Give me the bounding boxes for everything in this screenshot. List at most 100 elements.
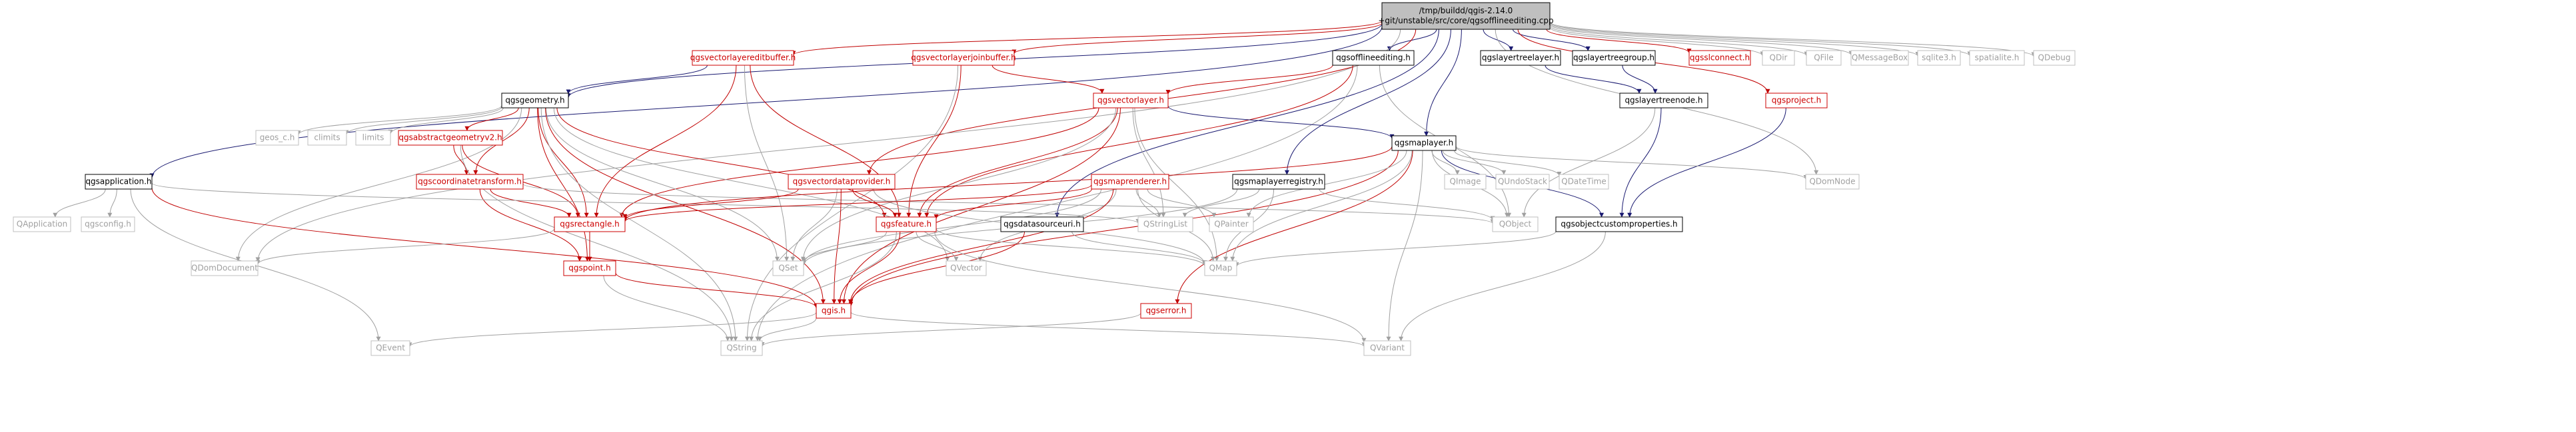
edge-qgsobjectcustomproperties-to-QMap [1234, 231, 1557, 268]
node-qgsmaplayer[interactable]: qgsmaplayer.h [1391, 135, 1457, 151]
edge-qgsvectordataprovider-to-qgsfeature [852, 188, 898, 218]
node-qgsmaprenderer[interactable]: qgsmaprenderer.h [1091, 174, 1169, 190]
edge-qgsproject-to-qgsobjectcustomproperties [1627, 107, 1786, 218]
node-box-limits [355, 130, 391, 146]
node-QUndoStack: QUndoStack [1495, 174, 1550, 190]
node-box-qgsvectorlayereditbuffer [692, 50, 794, 66]
node-label-QImage: QImage [1449, 177, 1481, 186]
node-box-geos_c [255, 130, 299, 146]
node-qgsslconnect[interactable]: qgsslconnect.h [1688, 50, 1751, 66]
edge-qgsvectorlayereditbuffer-to-QSet [744, 65, 790, 262]
node-qgsgeometry[interactable]: qgsgeometry.h [501, 93, 569, 108]
node-qgsvectorlayer[interactable]: qgsvectorlayer.h [1093, 93, 1169, 108]
edge-qgsvectorlayer-to-qgsfeature [917, 107, 1118, 218]
node-qgsdatasourceuri[interactable]: qgsdatasourceuri.h [1000, 216, 1084, 232]
node-box-QMap [1204, 260, 1237, 276]
edge-qgsofflineediting-to-qgsvectorlayer [1165, 65, 1333, 95]
node-label-QSet: QSet [778, 264, 798, 273]
edge-qgsvectorlayerjoinbuffer-to-qgsfeature [906, 65, 962, 218]
node-qgsobjectcustomproperties[interactable]: qgsobjectcustomproperties.h [1555, 216, 1683, 232]
edge-qgsvectorlayereditbuffer-to-qgsfeature [750, 65, 902, 218]
node-label-QObject: QObject [1499, 220, 1532, 229]
node-box-QVector [946, 260, 987, 276]
node-box-QDomNode [1805, 174, 1860, 190]
node-box-QDebug [2033, 50, 2076, 66]
node-label-QFile: QFile [1814, 53, 1834, 63]
edge-qgsmaplayer-to-QVariant [1386, 150, 1423, 341]
node-box-QString [720, 340, 763, 356]
node-box-QDateTime [1559, 174, 1609, 190]
node-qgserror[interactable]: qgserror.h [1140, 303, 1192, 319]
edge-qgsmaprenderer-to-qgsrectangle [622, 184, 1092, 222]
node-qgsvectorlayereditbuffer[interactable]: qgsvectorlayereditbuffer.h [690, 50, 796, 66]
node-label-qgsmaplayerregistry: qgsmaplayerregistry.h [1234, 177, 1323, 186]
node-qgsmaplayerregistry[interactable]: qgsmaplayerregistry.h [1232, 174, 1325, 190]
node-label-QPainter: QPainter [1214, 220, 1249, 229]
edge-qgsapplication-to-QApplication [53, 188, 106, 218]
edge-qgsmaplayerregistry-to-QObject [1319, 188, 1495, 221]
edge-qgsvectorlayer-to-QStringList [1132, 107, 1166, 218]
node-box-qgspoint [563, 260, 616, 276]
edge-qgsrectangle-to-QDomDocument [255, 228, 555, 265]
node-qgslayertreelayer[interactable]: qgslayertreelayer.h [1480, 50, 1561, 66]
node-qgsabstractgeometryv2[interactable]: qgsabstractgeometryv2.h [398, 130, 503, 146]
edge-qgsdatasourceuri-to-QMap [1071, 231, 1207, 265]
node-qgsproject[interactable]: qgsproject.h [1765, 93, 1828, 108]
edge-qgspoint-to-QString [603, 275, 730, 341]
node-qgsfeature[interactable]: qgsfeature.h [876, 216, 937, 232]
node-label-qgslayertreenode: qgslayertreenode.h [1624, 96, 1702, 105]
node-qgscoordinatetransform[interactable]: qgscoordinatetransform.h [416, 174, 524, 190]
node-qgsapplication[interactable]: qgsapplication.h [85, 174, 153, 190]
node-label-qgslayertreelayer: qgslayertreelayer.h [1482, 53, 1559, 63]
edge-qgsmaprenderer-to-QPainter [1147, 188, 1217, 218]
node-box-qgsmaprenderer [1091, 174, 1169, 190]
node-box-qgsdatasourceuri [1000, 216, 1084, 232]
node-box-qgsmaplayerregistry [1232, 174, 1325, 190]
node-qgsvectorlayerjoinbuffer[interactable]: qgsvectorlayerjoinbuffer.h [911, 50, 1016, 66]
edge-qgsgeometry-to-qgsrectangle [538, 107, 589, 218]
node-label-QDebug: QDebug [2038, 53, 2071, 63]
node-qgsvectordataprovider[interactable]: qgsvectordataprovider.h [788, 174, 896, 190]
node-QDomNode: QDomNode [1805, 174, 1860, 190]
node-label-qgspoint: qgspoint.h [568, 264, 611, 273]
edge-qgsvectorlayer-to-qgsrectangle [619, 107, 1099, 218]
edge-qgslayertreegroup-to-qgslayertreenode [1622, 65, 1658, 94]
node-label-sqlite3: sqlite3.h [1922, 53, 1956, 63]
node-label-root: /tmp/buildd/qgis-2.14.0 [1419, 6, 1513, 15]
node-box-QSet [772, 260, 804, 276]
node-box-QDir [1762, 50, 1795, 66]
edge-qgsvectorlayereditbuffer-to-qgsgeometry [566, 65, 708, 95]
node-qgspoint[interactable]: qgspoint.h [563, 260, 616, 276]
node-label-qgserror: qgserror.h [1146, 306, 1187, 316]
node-sqlite3: sqlite3.h [1917, 50, 1961, 66]
edge-qgsofflineediting-to-qgsfeature [924, 65, 1353, 218]
node-QDateTime: QDateTime [1559, 174, 1609, 190]
edge-qgspoint-to-qgis [615, 272, 819, 309]
node-box-qgsapplication [85, 174, 153, 190]
node-QSet: QSet [772, 260, 804, 276]
edge-qgsmaplayer-to-QUndoStack [1442, 150, 1507, 175]
node-label-QDir: QDir [1770, 53, 1788, 63]
edge-qgsofflineediting-to-QString [755, 65, 1358, 341]
node-QDebug: QDebug [2033, 50, 2076, 66]
edge-root-to-qgsdatasourceuri [1054, 29, 1439, 218]
edge-root-to-qgslayertreelayer [1483, 29, 1514, 51]
node-qgsconfig: qgsconfig.h [81, 216, 135, 232]
node-qgsofflineediting[interactable]: qgsofflineediting.h [1332, 50, 1415, 66]
node-qgslayertreegroup[interactable]: qgslayertreegroup.h [1572, 50, 1656, 66]
node-label-qgsvectorlayer: qgsvectorlayer.h [1097, 96, 1164, 105]
node-label-QVector: QVector [950, 264, 982, 273]
edge-qgsmaplayer-to-qgsrectangle [622, 146, 1393, 222]
node-qgis[interactable]: qgis.h [816, 303, 852, 319]
edge-qgsgeometry-to-qgis [545, 107, 826, 304]
node-qgsrectangle[interactable]: qgsrectangle.h [554, 216, 626, 232]
edge-qgis-to-QEvent [407, 312, 817, 347]
edge-qgsgeometry-to-QVector [553, 107, 950, 262]
edge-qgsfeature-to-QString [749, 231, 897, 341]
node-label-spatialite: spatialite.h [1975, 53, 2020, 63]
edge-qgsmaprenderer-to-qgsfeature [934, 188, 1092, 220]
node-root[interactable]: /tmp/buildd/qgis-2.14.0+git/unstable/src… [1378, 2, 1554, 30]
node-box-qgscoordinatetransform [416, 174, 524, 190]
node-qgslayertreenode[interactable]: qgslayertreenode.h [1619, 93, 1708, 108]
edge-qgsmaplayer-to-qgserror [1175, 150, 1413, 304]
